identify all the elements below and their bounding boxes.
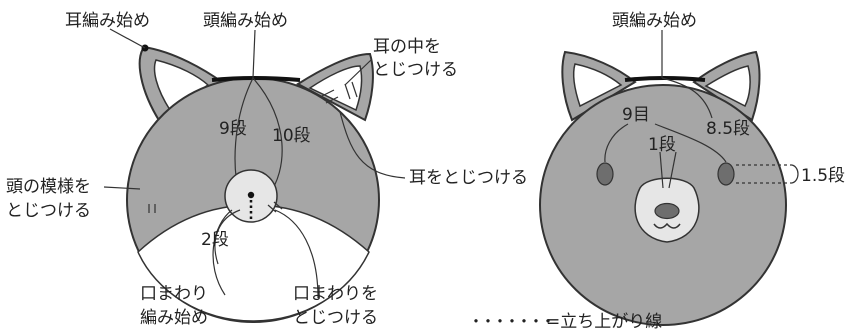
right-head-nose <box>654 202 680 220</box>
left-head-left-ear-inner <box>153 59 210 112</box>
label-ear-attach: 耳をとじつける <box>409 168 528 188</box>
label-rows-10: 10段 <box>272 126 311 146</box>
left-head-leader-lines <box>103 28 406 299</box>
left-head-stitch-marks <box>148 81 358 213</box>
left-head-right-ear-inner <box>308 65 363 112</box>
right-head-left-ear-inner <box>572 63 623 108</box>
left-head-white-face <box>137 204 370 322</box>
label-mouth-attach-1: 口まわりを <box>293 284 378 304</box>
label-ear-inner-1: 耳の中を <box>373 37 441 57</box>
right-head-leader-lines <box>604 30 799 189</box>
label-head-pattern-1: 頭の模様を <box>6 177 91 197</box>
label-rows-2: 2段 <box>201 230 229 250</box>
label-rows-8-5: 8.5段 <box>706 119 750 139</box>
left-head-muzzle-center <box>247 191 255 199</box>
label-mouth-start-2: 編み始め <box>140 308 208 328</box>
label-rows-9: 9段 <box>219 119 247 139</box>
legend-dots: ・・・・・・・ <box>468 312 552 331</box>
label-stitches-9: 9目 <box>622 105 650 125</box>
right-head-mouth <box>653 222 681 229</box>
label-head-start-right: 頭編み始め <box>612 11 697 31</box>
label-mouth-start-1: 口まわり <box>140 284 208 304</box>
right-head-right-eye <box>717 162 735 186</box>
left-head-start-mark <box>211 76 301 82</box>
label-head-pattern-2: とじつける <box>6 201 91 221</box>
right-head-right-ear-inner <box>704 65 751 108</box>
legend: ・・・・・・・ =立ち上がり線 <box>468 312 662 332</box>
label-mouth-attach-2: とじつける <box>293 308 378 328</box>
left-head: 耳編み始め 頭編み始め 耳の中を とじつける 9段 10段 耳をとじつける 頭の… <box>6 11 528 328</box>
label-rows-1: 1段 <box>648 135 676 155</box>
right-head-left-eye <box>596 162 614 186</box>
label-rows-1-5: 1.5段 <box>801 166 845 186</box>
legend-text: =立ち上がり線 <box>546 312 662 332</box>
label-ear-start: 耳編み始め <box>65 11 150 31</box>
label-ear-inner-2: とじつける <box>373 60 458 80</box>
label-head-start-left: 頭編み始め <box>203 11 288 31</box>
right-head: 頭編み始め 9目 8.5段 1段 1.5段 <box>539 11 845 326</box>
